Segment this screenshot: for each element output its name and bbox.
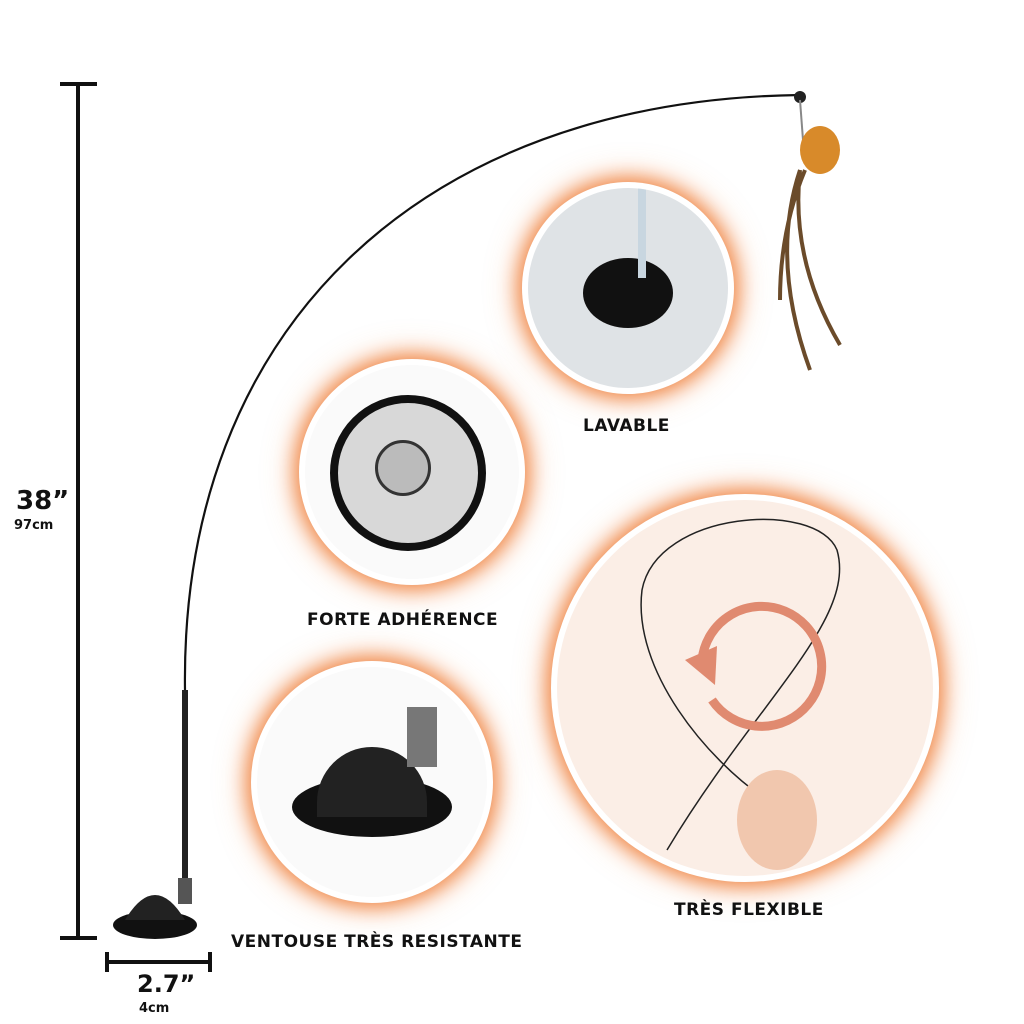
feature-label-lavable: LAVABLE	[583, 416, 670, 436]
suction-base-icon	[113, 878, 197, 939]
flexible-photo	[557, 500, 933, 876]
width-scale-bar	[105, 952, 212, 972]
height-cm: 97cm	[14, 518, 54, 533]
wand-rod	[183, 93, 801, 691]
feature-label-ventouse: VENTOUSE TRÈS RESISTANTE	[231, 932, 523, 952]
width-cm: 4cm	[139, 1001, 170, 1016]
feather-toy-icon	[778, 91, 842, 371]
height-scale-bar	[60, 82, 97, 940]
rotate-arrow-icon	[640, 518, 841, 870]
forte-adherence-photo	[305, 365, 519, 579]
feature-label-flexible: TRÈS FLEXIBLE	[674, 900, 824, 920]
rod-sleeve	[182, 690, 188, 880]
feature-label-forte-adherence: FORTE ADHÉRENCE	[307, 610, 499, 630]
width-inches: 2.7”	[137, 970, 196, 998]
lavable-photo	[528, 188, 728, 388]
ventouse-photo	[257, 667, 487, 897]
height-inches: 38”	[16, 486, 70, 516]
